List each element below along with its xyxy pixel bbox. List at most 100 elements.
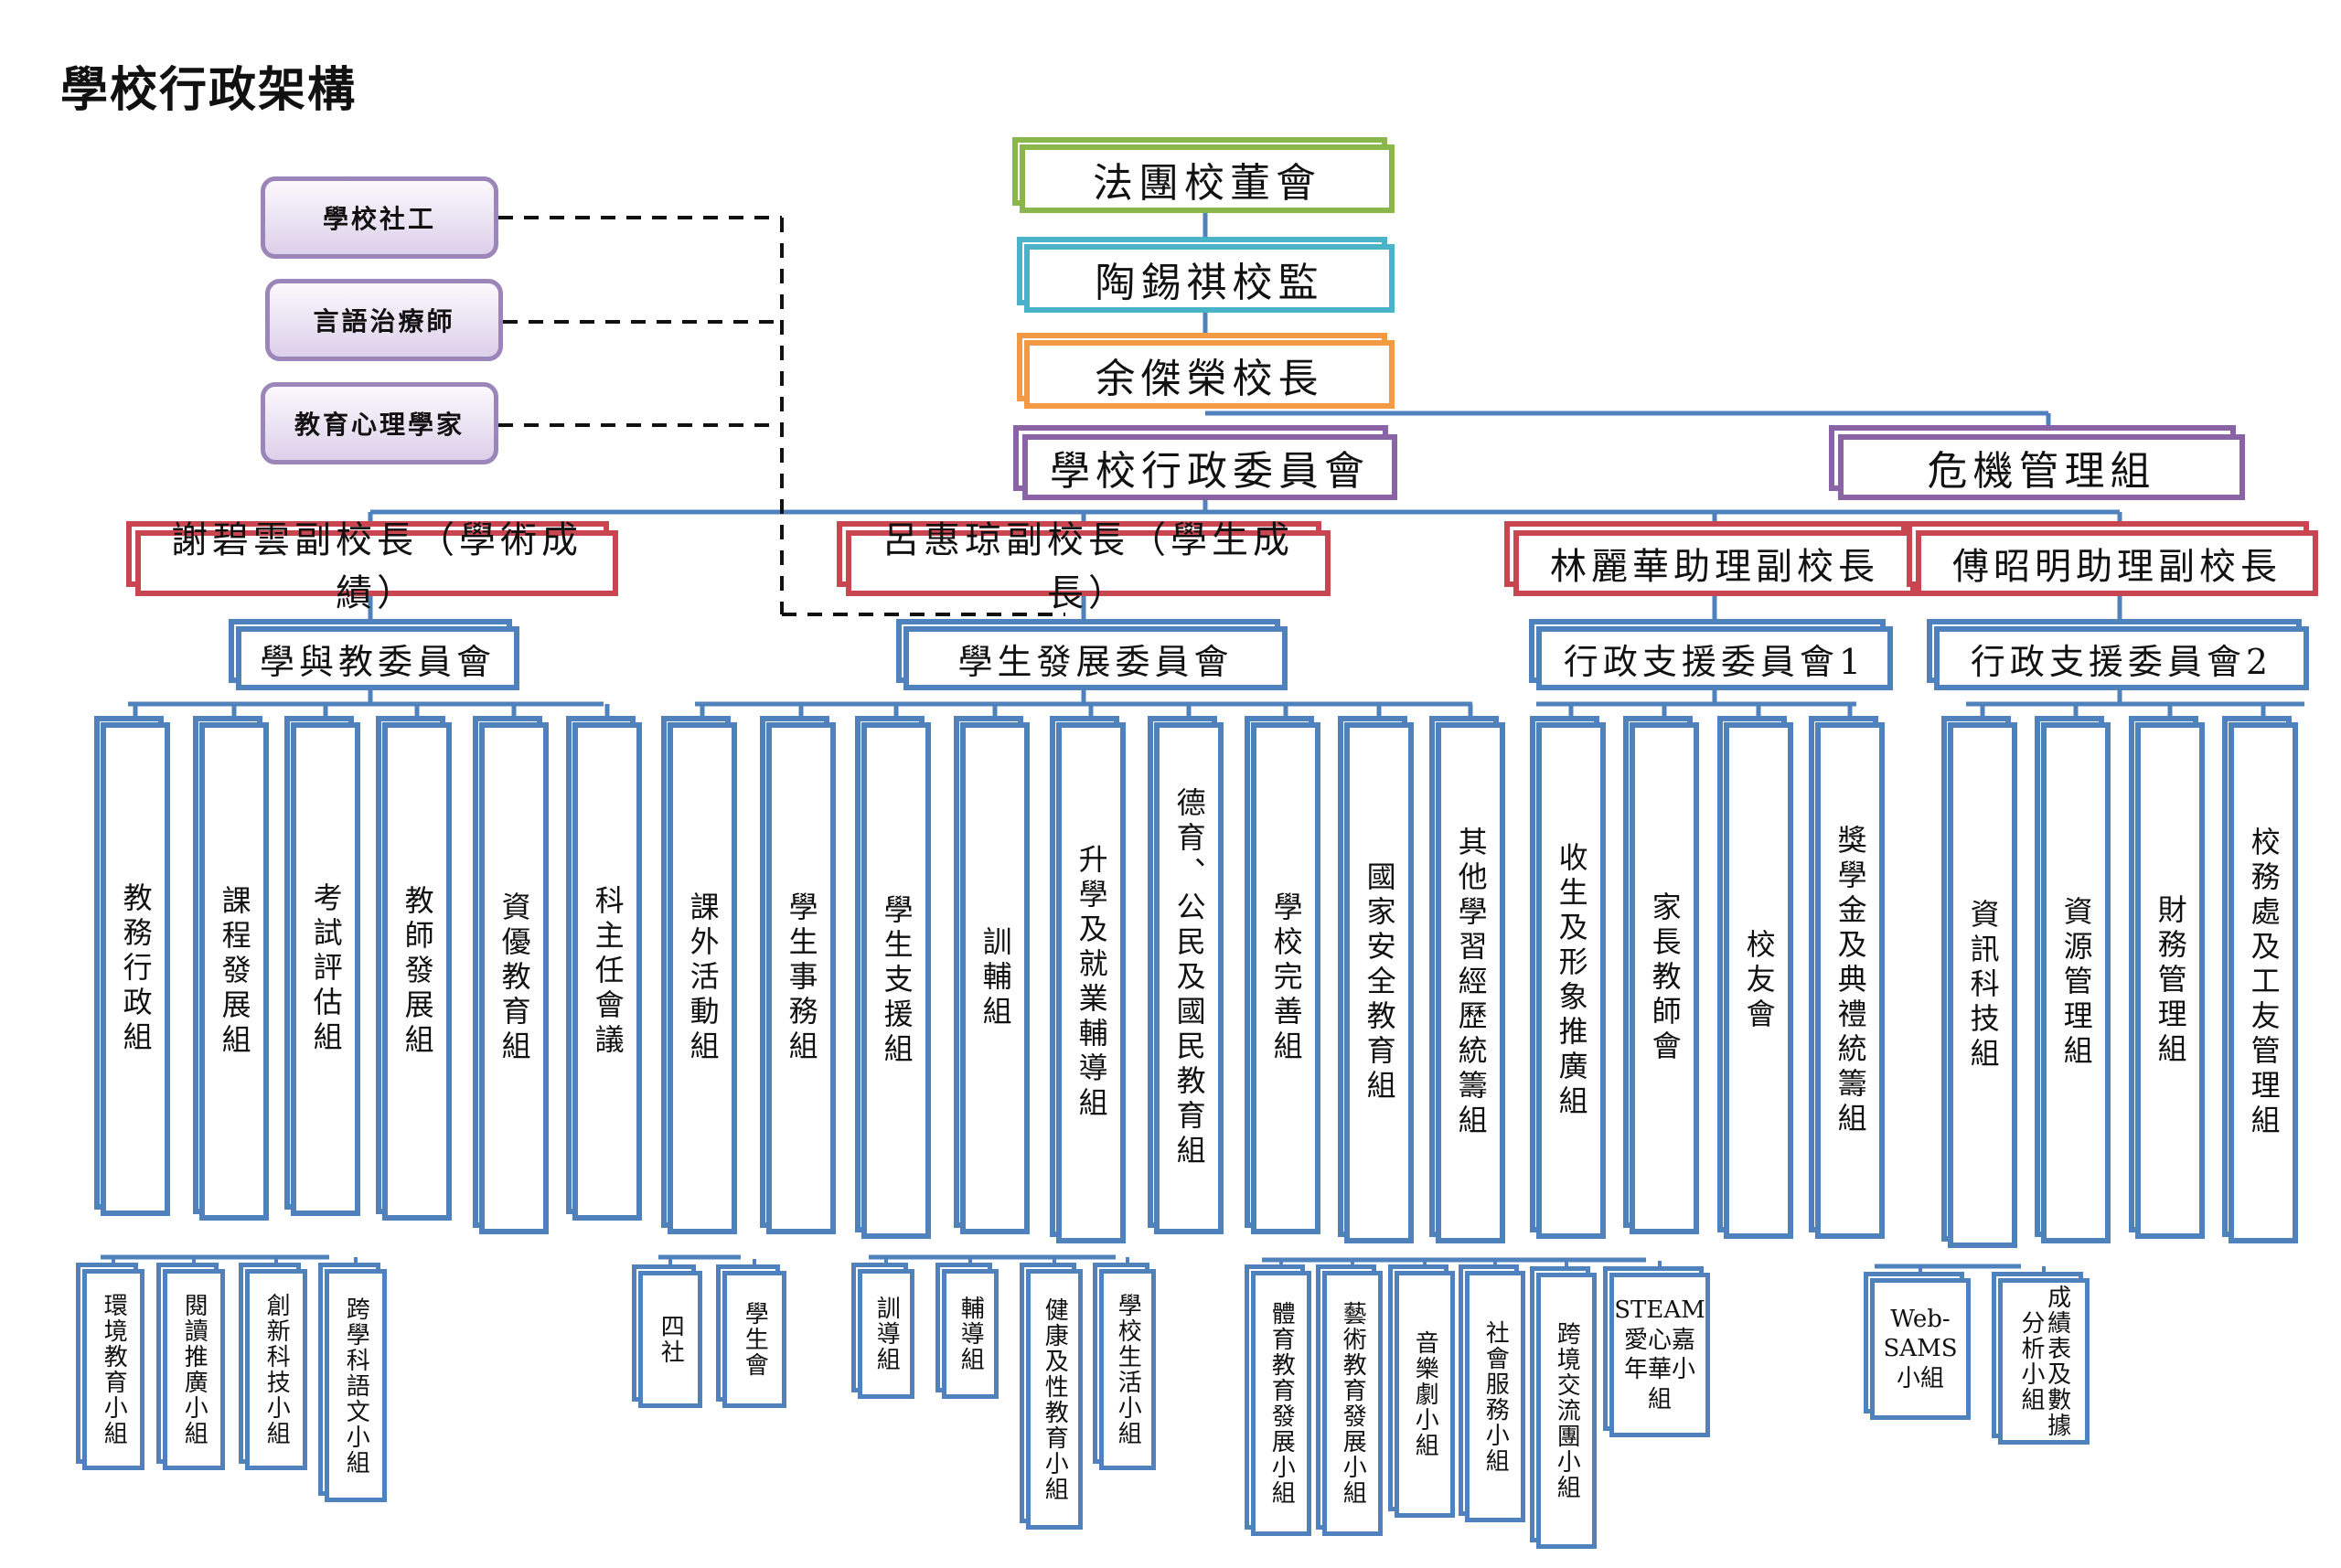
- subgroup-counselling: 輔導組: [942, 1269, 999, 1399]
- department-box-label: 學生事務組: [784, 891, 819, 1065]
- department-box: 學生事務組: [766, 722, 836, 1234]
- department-box-label: 校友會: [1741, 928, 1777, 1033]
- subgroup-discipline: 訓導組: [858, 1269, 914, 1399]
- principal-box-label: 余傑榮校長: [1095, 355, 1324, 402]
- crisis-team-box-label: 危機管理組: [1927, 448, 2156, 495]
- department-box-label: 教務行政組: [118, 882, 154, 1056]
- subgroup-musical-label: 音樂劇小組: [1411, 1330, 1439, 1458]
- subgroup-social-service: 社會服務小組: [1465, 1271, 1525, 1522]
- subgroup-school-life-label: 學校生活小組: [1114, 1293, 1142, 1446]
- subgroup-cross-border: 跨境交流團小組: [1536, 1273, 1597, 1549]
- department-box: 資源管理組: [2041, 722, 2111, 1243]
- subgroup-reading-label: 閱讀推廣小組: [180, 1293, 208, 1446]
- subgroup-innovation-label: 創新科技小組: [262, 1293, 291, 1446]
- department-box-label: 科主任會議: [590, 884, 625, 1059]
- subgroup-reading: 閱讀推廣小組: [163, 1269, 225, 1470]
- admin-committee-box-label: 學校行政委員會: [1050, 448, 1370, 495]
- department-box-label: 考試評估組: [308, 882, 344, 1056]
- department-box-label: 升學及就業輔導組: [1074, 844, 1109, 1122]
- admin-committee-box: 學校行政委員會: [1022, 434, 1397, 500]
- department-box-label: 獎學金及典禮統籌組: [1833, 824, 1868, 1137]
- department-box: 課程發展組: [199, 722, 269, 1221]
- subgroup-counselling-label: 輔導組: [957, 1296, 985, 1372]
- committee-admin-support-2-label: 行政支援委員會2: [1970, 641, 2273, 682]
- subgroup-school-life: 學校生活小組: [1099, 1269, 1156, 1470]
- subgroup-houses-label: 四社: [657, 1314, 685, 1365]
- subgroup-language-label: 跨學科語文小組: [342, 1296, 370, 1476]
- department-box: 資優教育組: [479, 722, 549, 1234]
- subgroup-steam-fair: STEAM愛心嘉年華小組: [1609, 1273, 1710, 1437]
- subgroup-pe-dev-label: 體育教育發展小組: [1267, 1301, 1296, 1506]
- board-box: 法團校董會: [1020, 144, 1395, 213]
- department-box-label: 財務管理組: [2153, 893, 2188, 1068]
- subgroup-health-sex-ed-label: 健康及性教育小組: [1041, 1296, 1069, 1502]
- department-box: 升學及就業輔導組: [1056, 722, 1126, 1243]
- department-box-label: 家長教師會: [1647, 891, 1683, 1065]
- department-box-label: 課程發展組: [217, 884, 252, 1059]
- department-box-label: 德育、公民及國民教育組: [1171, 787, 1207, 1169]
- subgroup-environment: 環境教育小組: [82, 1269, 144, 1470]
- assistant-vp-lin-label: 林麗華助理副校長: [1550, 546, 1879, 588]
- subgroup-language: 跨學科語文小組: [325, 1269, 387, 1502]
- vice-principal-student-label: 呂惠琼副校長（學生成長）: [882, 519, 1294, 614]
- committee-admin-support-1: 行政支援委員會1: [1536, 626, 1893, 690]
- department-box: 收生及形象推廣組: [1536, 722, 1606, 1239]
- department-box-label: 訓輔組: [978, 926, 1013, 1030]
- department-box: 德育、公民及國民教育組: [1154, 722, 1224, 1234]
- department-box: 家長教師會: [1630, 722, 1699, 1234]
- subgroup-musical: 音樂劇小組: [1395, 1271, 1455, 1518]
- assistant-vp-fu-label: 傅昭明助理副校長: [1952, 546, 2282, 588]
- committee-student-dev-label: 學生發展委員會: [957, 641, 1234, 682]
- board-box-label: 法團校董會: [1093, 159, 1321, 207]
- committee-learning-label: 學與教委員會: [259, 641, 496, 682]
- committee-student-dev: 學生發展委員會: [903, 626, 1288, 690]
- side-role-social-worker-label: 學校社工: [322, 204, 436, 234]
- department-box: 校友會: [1724, 722, 1793, 1239]
- subgroup-environment-label: 環境教育小組: [100, 1293, 128, 1446]
- department-box: 訓輔組: [960, 722, 1030, 1234]
- department-box-label: 學校完善組: [1268, 891, 1304, 1065]
- subgroup-arts-dev: 藝術教育發展小組: [1322, 1271, 1383, 1536]
- department-box-label: 學生支援組: [879, 893, 914, 1068]
- vice-principal-academic-label: 謝碧雲副校長（學術成績）: [171, 519, 583, 614]
- subgroup-web-sams: Web-SAMS小組: [1870, 1278, 1971, 1420]
- subgroup-report-data: 成績表及數據分析小組: [1998, 1278, 2090, 1445]
- subgroup-social-service-label: 社會服務小組: [1481, 1319, 1510, 1474]
- crisis-team-box: 危機管理組: [1838, 434, 2245, 500]
- subgroup-cross-border-label: 跨境交流團小組: [1553, 1321, 1581, 1500]
- department-box-label: 資優教育組: [497, 891, 532, 1065]
- committee-learning: 學與教委員會: [236, 626, 519, 690]
- assistant-vp-lin: 林麗華助理副校長: [1513, 530, 1916, 596]
- committee-admin-support-2: 行政支援委員會2: [1934, 626, 2309, 690]
- department-box: 課外活動組: [668, 722, 737, 1234]
- subgroup-health-sex-ed: 健康及性教育小組: [1026, 1269, 1083, 1530]
- department-box-label: 國家安全教育組: [1362, 861, 1397, 1104]
- department-box: 學生支援組: [861, 722, 931, 1239]
- subgroup-web-sams-label: Web-SAMS小組: [1883, 1305, 1958, 1392]
- department-box: 考試評估組: [291, 722, 360, 1216]
- department-box: 教務行政組: [101, 722, 170, 1216]
- department-box: 獎學金及典禮統籌組: [1815, 722, 1885, 1239]
- department-box-label: 資源管理組: [2058, 896, 2094, 1070]
- side-role-psychologist-label: 教育心理學家: [294, 410, 465, 440]
- supervisor-box-label: 陶錫祺校監: [1095, 259, 1324, 306]
- department-box-label: 其他學習經歷統籌組: [1453, 827, 1489, 1139]
- department-box: 財務管理組: [2135, 722, 2205, 1239]
- supervisor-box: 陶錫祺校監: [1024, 244, 1395, 313]
- side-role-speech-therapist: 言語治療師: [265, 279, 503, 361]
- department-box: 教師發展組: [382, 722, 452, 1221]
- vice-principal-student: 呂惠琼副校長（學生成長）: [846, 519, 1331, 614]
- subgroup-discipline-label: 訓導組: [872, 1296, 901, 1372]
- department-box-label: 資訊科技組: [1965, 898, 2001, 1072]
- vice-principal-academic: 謝碧雲副校長（學術成績）: [135, 519, 618, 614]
- side-role-social-worker: 學校社工: [261, 176, 498, 259]
- department-box: 學校完善組: [1251, 722, 1320, 1234]
- subgroup-steam-fair-label: STEAM愛心嘉年華小組: [1614, 1296, 1705, 1413]
- assistant-vp-fu: 傅昭明助理副校長: [1916, 530, 2318, 596]
- side-role-psychologist: 教育心理學家: [261, 382, 498, 464]
- subgroup-houses: 四社: [638, 1271, 702, 1408]
- department-box: 其他學習經歷統籌組: [1436, 722, 1505, 1243]
- department-box-label: 課外活動組: [685, 891, 721, 1065]
- department-box: 資訊科技組: [1948, 722, 2017, 1248]
